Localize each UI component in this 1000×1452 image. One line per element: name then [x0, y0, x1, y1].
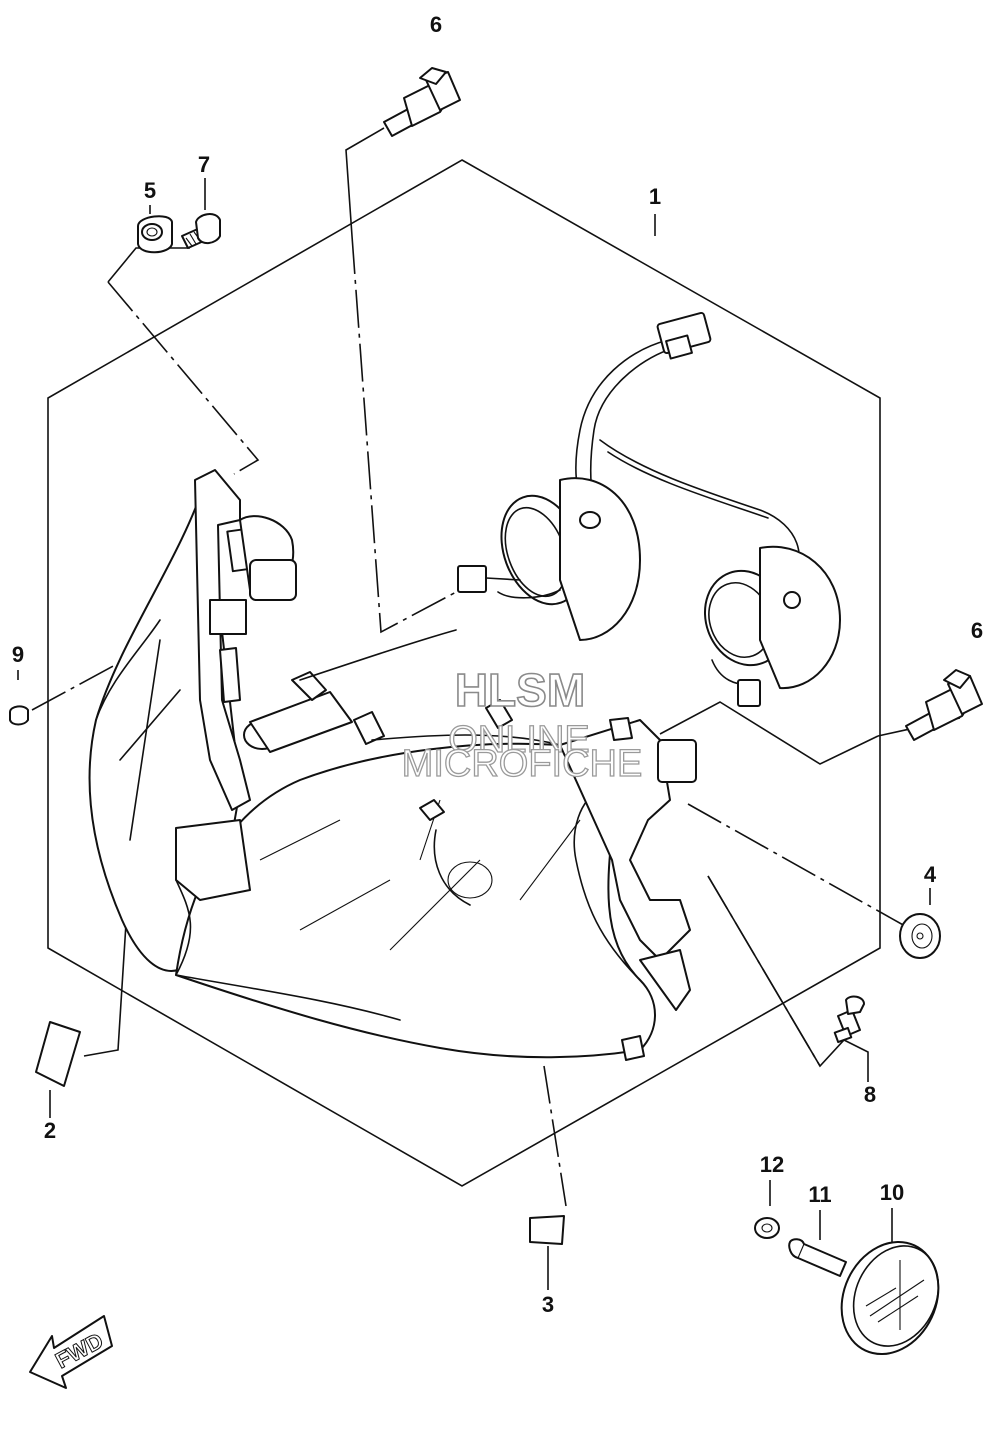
headlamp-harness	[457, 311, 841, 707]
leader-6-top	[345, 127, 385, 237]
callout-11: 11	[808, 1182, 831, 1207]
watermark: HLSM ONLINE MICROFICHE	[401, 663, 643, 785]
callout-10: 10	[880, 1180, 904, 1205]
callout-12: 12	[760, 1152, 784, 1177]
assembly-boundary	[47, 159, 881, 1187]
callout-1: 1	[649, 184, 661, 209]
fwd-arrow: FWD	[29, 1315, 113, 1389]
leader-6-right	[659, 701, 879, 765]
callout-4: 4	[924, 862, 937, 887]
leader-5-7-path	[107, 281, 260, 475]
pad-part-3	[529, 1215, 565, 1245]
callout-6-top: 6	[430, 12, 442, 37]
grommet-part-4	[899, 913, 941, 959]
leader-8-dash	[707, 875, 821, 1067]
harness-connector-left	[457, 565, 521, 593]
cap-part-9	[9, 705, 29, 726]
bulb-headlight-top	[383, 67, 461, 137]
harness-connector-top	[656, 311, 712, 360]
washer-part-12	[754, 1217, 780, 1239]
leader-5-7-bracket	[107, 247, 190, 283]
callout-7: 7	[198, 152, 210, 177]
clip-part-8	[833, 995, 865, 1044]
harness-connector-right	[737, 679, 761, 707]
leader-8	[707, 875, 869, 1082]
lens-cover-part-10	[840, 1240, 940, 1356]
leader-6-top-dash	[351, 235, 461, 634]
bulb-headlight-right	[905, 669, 983, 741]
callout-9: 9	[12, 642, 24, 667]
callout-2: 2	[44, 1118, 56, 1143]
callout-5: 5	[144, 178, 156, 203]
watermark-line-2: ONLINE	[448, 719, 589, 761]
callout-3: 3	[542, 1292, 554, 1317]
screw-part-7	[181, 213, 221, 249]
callout-8: 8	[864, 1082, 876, 1107]
pad-part-2	[35, 1021, 81, 1087]
leader-3-path	[543, 1065, 567, 1207]
headlamp-housing	[88, 469, 697, 1061]
watermark-line-1: HLSM	[455, 664, 585, 716]
pin-part-11	[788, 1238, 847, 1277]
callout-6-right: 6	[971, 618, 983, 643]
grommet-part-5	[137, 215, 173, 254]
leader-4-dash	[687, 803, 906, 927]
watermark-line-3: MICROFICHE	[402, 743, 643, 785]
